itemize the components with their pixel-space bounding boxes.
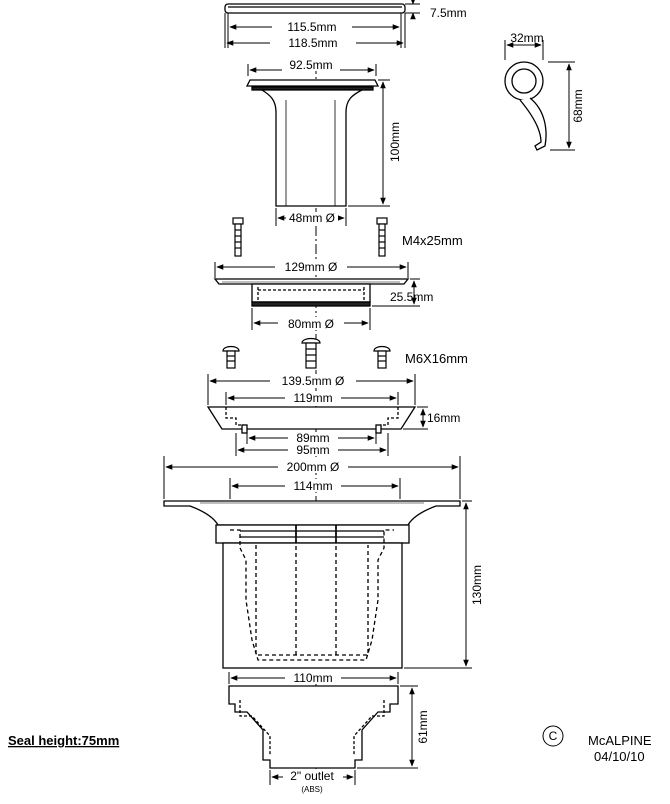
collar-top-label: 119mm <box>293 391 332 405</box>
body-flange-label: 200mm Ø <box>287 460 340 474</box>
outlet-width-label: 110mm <box>293 671 332 685</box>
clip-dimensions <box>504 40 575 151</box>
m4-screw-label: M4x25mm <box>402 233 463 248</box>
body-top-label: 114mm <box>293 479 332 493</box>
grate-inner-label: 115.5mm <box>287 20 336 34</box>
clamp-ring-dia-label: 129mm Ø <box>285 260 338 274</box>
clip-height-label: 68mm <box>571 89 585 122</box>
grate <box>224 3 406 14</box>
seal-height-note: Seal height:75mm <box>8 733 119 748</box>
collar-outer-label: 139.5mm Ø <box>282 374 345 388</box>
trap-height-label: 100mm <box>388 122 402 162</box>
copyright-circle <box>542 725 564 747</box>
copyright-symbol: C <box>549 729 558 743</box>
outlet-height-label: 61mm <box>416 710 430 743</box>
collar-base-label: 95mm <box>296 443 329 457</box>
clip-width-label: 32mm <box>510 31 543 45</box>
gully-body <box>163 500 461 669</box>
clip <box>504 61 547 151</box>
m4-screws <box>232 217 388 257</box>
clamp-ring-inner-label: 80mm Ø <box>288 317 334 331</box>
collar-height-label: 16mm <box>427 411 460 425</box>
trap-outlet-label: 48mm Ø <box>289 211 335 225</box>
trap-flange-label: 92.5mm <box>289 58 332 72</box>
m6-screw-label: M6X16mm <box>405 351 468 366</box>
date-label: 04/10/10 <box>594 749 645 764</box>
grate-outer-label: 118.5mm <box>288 36 337 50</box>
clamp-ring-height-label: 25.5mm <box>390 290 433 304</box>
brand-label: McALPINE <box>588 733 652 748</box>
collar <box>206 406 417 434</box>
collar-inner-label: 89mm <box>296 431 329 445</box>
trap-insert <box>245 79 380 207</box>
outlet-size-label: 2" outlet <box>290 769 334 783</box>
outlet-material-label: (ABS) <box>301 785 323 794</box>
body-height-label: 130mm <box>470 565 484 605</box>
clamp-ring <box>213 278 410 307</box>
m6-screws <box>222 337 391 369</box>
outlet <box>228 685 399 769</box>
grate-thickness-label: 7.5mm <box>430 6 467 20</box>
